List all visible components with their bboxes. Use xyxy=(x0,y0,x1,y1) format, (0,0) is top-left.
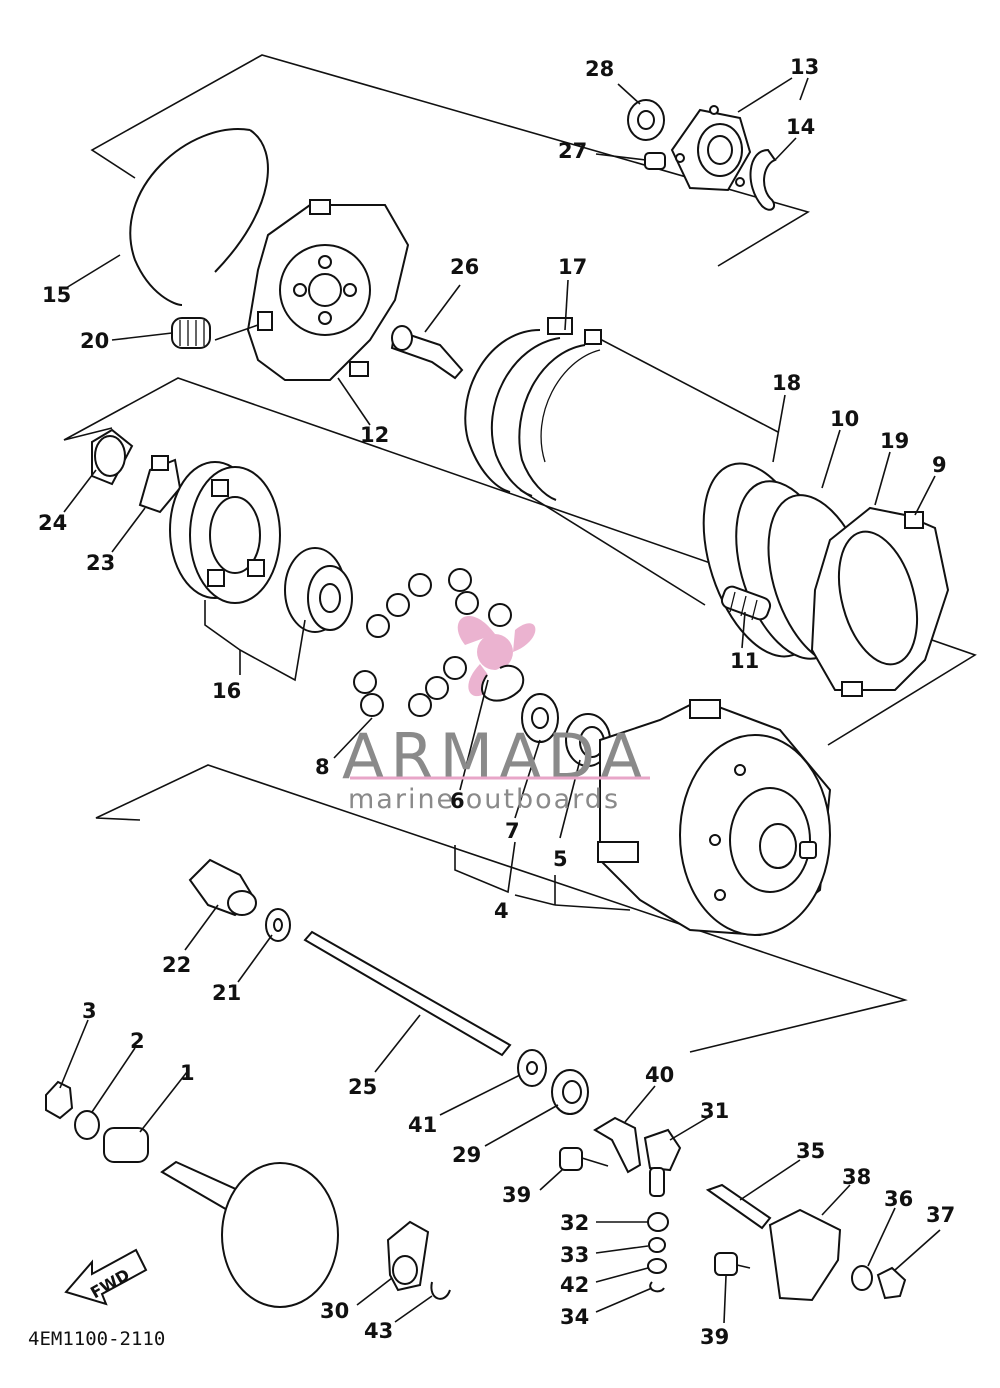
watermark-tagline: marine outboards xyxy=(348,784,620,815)
clutch-hub-group xyxy=(91,428,353,633)
bracket-group xyxy=(705,1183,907,1302)
part-label: 1 xyxy=(180,1061,195,1085)
washer-bearing-41-29 xyxy=(517,1049,589,1115)
part-label: 21 xyxy=(212,981,241,1005)
part-label: 34 xyxy=(560,1305,589,1329)
friction-plates-17 xyxy=(464,317,602,501)
part-label: 41 xyxy=(408,1113,437,1137)
cam-30-clip-43 xyxy=(386,1220,451,1300)
part-label: 23 xyxy=(86,551,115,575)
part-label: 2 xyxy=(130,1029,145,1053)
logo-blade xyxy=(513,623,536,652)
part-label: 19 xyxy=(880,429,909,453)
part-label: 38 xyxy=(842,1165,871,1189)
part-label: 18 xyxy=(772,371,801,395)
part-label: 40 xyxy=(645,1063,674,1087)
part-label: 11 xyxy=(730,649,759,673)
crankshaft-group xyxy=(45,1080,339,1308)
primary-gear-group xyxy=(480,664,832,937)
spring-11 xyxy=(720,585,772,621)
part-label: 42 xyxy=(560,1273,589,1297)
drawing-code: 4EM1100-2110 xyxy=(28,1328,165,1350)
part-label: 26 xyxy=(450,255,479,279)
part-label: 6 xyxy=(450,789,465,813)
fwd-arrow: FWD xyxy=(64,1248,148,1306)
part-label: 13 xyxy=(790,55,819,79)
part-label: 7 xyxy=(505,819,520,843)
part-label: 28 xyxy=(585,57,614,81)
part-label: 43 xyxy=(364,1319,393,1343)
spring-20 xyxy=(171,317,211,349)
plate-12 xyxy=(246,199,410,381)
part-label: 9 xyxy=(932,453,947,477)
bearing-housing-group xyxy=(627,99,777,211)
part-label: 12 xyxy=(360,423,389,447)
part-label: 33 xyxy=(560,1243,589,1267)
lever-group xyxy=(559,1116,682,1293)
part-label: 4 xyxy=(494,899,509,923)
part-label: 32 xyxy=(560,1211,589,1235)
part-label: 31 xyxy=(700,1099,729,1123)
part-label: 39 xyxy=(700,1325,729,1349)
part-label: 25 xyxy=(348,1075,377,1099)
part-label: 14 xyxy=(786,115,815,139)
part-label: 15 xyxy=(42,283,71,307)
logo-hub xyxy=(477,634,513,670)
watermark-brand: ARMADA xyxy=(342,720,648,793)
part-label: 22 xyxy=(162,953,191,977)
part-label: 29 xyxy=(452,1143,481,1167)
watermark: ARMADA marine outboards xyxy=(342,720,650,815)
part-label: 20 xyxy=(80,329,109,353)
part-label: 35 xyxy=(796,1139,825,1163)
pushrod-26 xyxy=(390,325,464,380)
pushrod-group xyxy=(188,858,512,1057)
part-label: 8 xyxy=(315,755,330,779)
part-label: 10 xyxy=(830,407,859,431)
balls-8 xyxy=(353,568,512,717)
armada-logo xyxy=(457,615,536,697)
clutch-boss-stack xyxy=(702,462,950,697)
part-label: 27 xyxy=(558,139,587,163)
part-label: 5 xyxy=(553,847,568,871)
part-label: 16 xyxy=(212,679,241,703)
part-label: 37 xyxy=(926,1203,955,1227)
part-label: 17 xyxy=(558,255,587,279)
leader-lines xyxy=(59,77,941,1324)
part-label: 30 xyxy=(320,1299,349,1323)
logo-blade xyxy=(457,615,495,645)
part-label: 24 xyxy=(38,511,67,535)
part-label: 3 xyxy=(82,999,97,1023)
group-frames xyxy=(63,54,977,1053)
part-label: 39 xyxy=(502,1183,531,1207)
pressure-plate-group xyxy=(129,128,464,381)
part-label: 36 xyxy=(884,1187,913,1211)
part-labels: 13 14 28 27 15 20 12 26 17 18 10 19 9 11… xyxy=(38,55,955,1349)
